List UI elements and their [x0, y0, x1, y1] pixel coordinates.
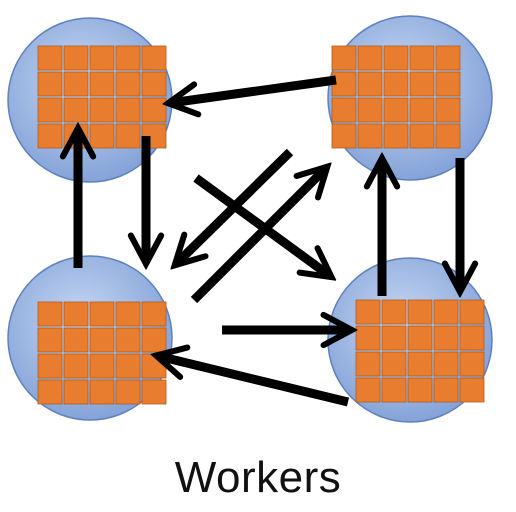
grid-cell: [141, 97, 167, 123]
grid-cell: [89, 301, 115, 327]
arrow-tr-to-bl: [176, 148, 294, 264]
grid-cell: [141, 71, 167, 97]
grid-cell: [459, 325, 485, 351]
grid-cell: [115, 353, 141, 379]
grid-cell: [37, 97, 63, 123]
grid-cell: [63, 301, 89, 327]
grid-cell: [37, 71, 63, 97]
grid-cell: [357, 71, 383, 97]
grid-cell: [37, 301, 63, 327]
grid-cell: [141, 301, 167, 327]
grid-cell: [383, 71, 409, 97]
worker-data-grid: [331, 45, 461, 149]
arrow-tr-to-tl: [170, 75, 337, 103]
grid-cell: [63, 353, 89, 379]
grid-cell: [381, 351, 407, 377]
grid-cell: [63, 379, 89, 405]
grid-cell: [115, 71, 141, 97]
grid-cell: [63, 97, 89, 123]
grid-cell: [141, 379, 167, 405]
arrow-bl-to-tr: [190, 168, 326, 304]
grid-cell: [37, 45, 63, 71]
grid-cell: [381, 299, 407, 325]
grid-cell: [407, 377, 433, 403]
grid-cell: [381, 377, 407, 403]
grid-cell: [435, 97, 461, 123]
grid-cell: [435, 71, 461, 97]
grid-cell: [383, 97, 409, 123]
grid-cell: [141, 327, 167, 353]
grid-cell: [115, 379, 141, 405]
grid-cell: [381, 325, 407, 351]
arrow-br-to-bl: [158, 356, 350, 407]
grid-cell: [433, 377, 459, 403]
grid-cell: [37, 379, 63, 405]
grid-cell: [89, 123, 115, 149]
grid-cell: [63, 327, 89, 353]
grid-cell: [357, 45, 383, 71]
grid-cell: [407, 299, 433, 325]
grid-cell: [433, 351, 459, 377]
grid-cell: [115, 327, 141, 353]
grid-cell: [115, 301, 141, 327]
grid-cell: [357, 97, 383, 123]
grid-cell: [63, 45, 89, 71]
grid-cell: [115, 97, 141, 123]
grid-cell: [89, 379, 115, 405]
grid-cell: [433, 299, 459, 325]
grid-cell: [115, 123, 141, 149]
grid-cell: [383, 123, 409, 149]
grid-cell: [355, 325, 381, 351]
grid-cell: [89, 353, 115, 379]
arrows-layer: [78, 75, 460, 407]
grid-cell: [355, 299, 381, 325]
worker-bottom-right: [327, 257, 493, 423]
grid-cell: [37, 123, 63, 149]
grid-cell: [355, 377, 381, 403]
grid-cell: [433, 325, 459, 351]
grid-cell: [89, 97, 115, 123]
grid-cell: [89, 71, 115, 97]
grid-cell: [459, 351, 485, 377]
worker-bottom-left: [7, 255, 173, 421]
grid-cell: [115, 45, 141, 71]
worker-top-right: [327, 15, 493, 181]
grid-cell: [357, 123, 383, 149]
grid-cell: [331, 123, 357, 149]
diagram-caption: Workers: [174, 453, 342, 502]
worker-data-grid: [355, 299, 485, 403]
workers-layer: [7, 15, 493, 423]
grid-cell: [355, 351, 381, 377]
grid-cell: [409, 97, 435, 123]
grid-cell: [89, 45, 115, 71]
grid-cell: [331, 45, 357, 71]
grid-cell: [407, 325, 433, 351]
grid-cell: [409, 71, 435, 97]
grid-cell: [63, 71, 89, 97]
grid-cell: [37, 327, 63, 353]
grid-cell: [435, 45, 461, 71]
grid-cell: [435, 123, 461, 149]
grid-cell: [459, 377, 485, 403]
grid-cell: [459, 299, 485, 325]
grid-cell: [409, 45, 435, 71]
grid-cell: [407, 351, 433, 377]
grid-cell: [331, 97, 357, 123]
grid-cell: [141, 45, 167, 71]
grid-cell: [89, 327, 115, 353]
grid-cell: [37, 353, 63, 379]
grid-cell: [409, 123, 435, 149]
grid-cell: [383, 45, 409, 71]
